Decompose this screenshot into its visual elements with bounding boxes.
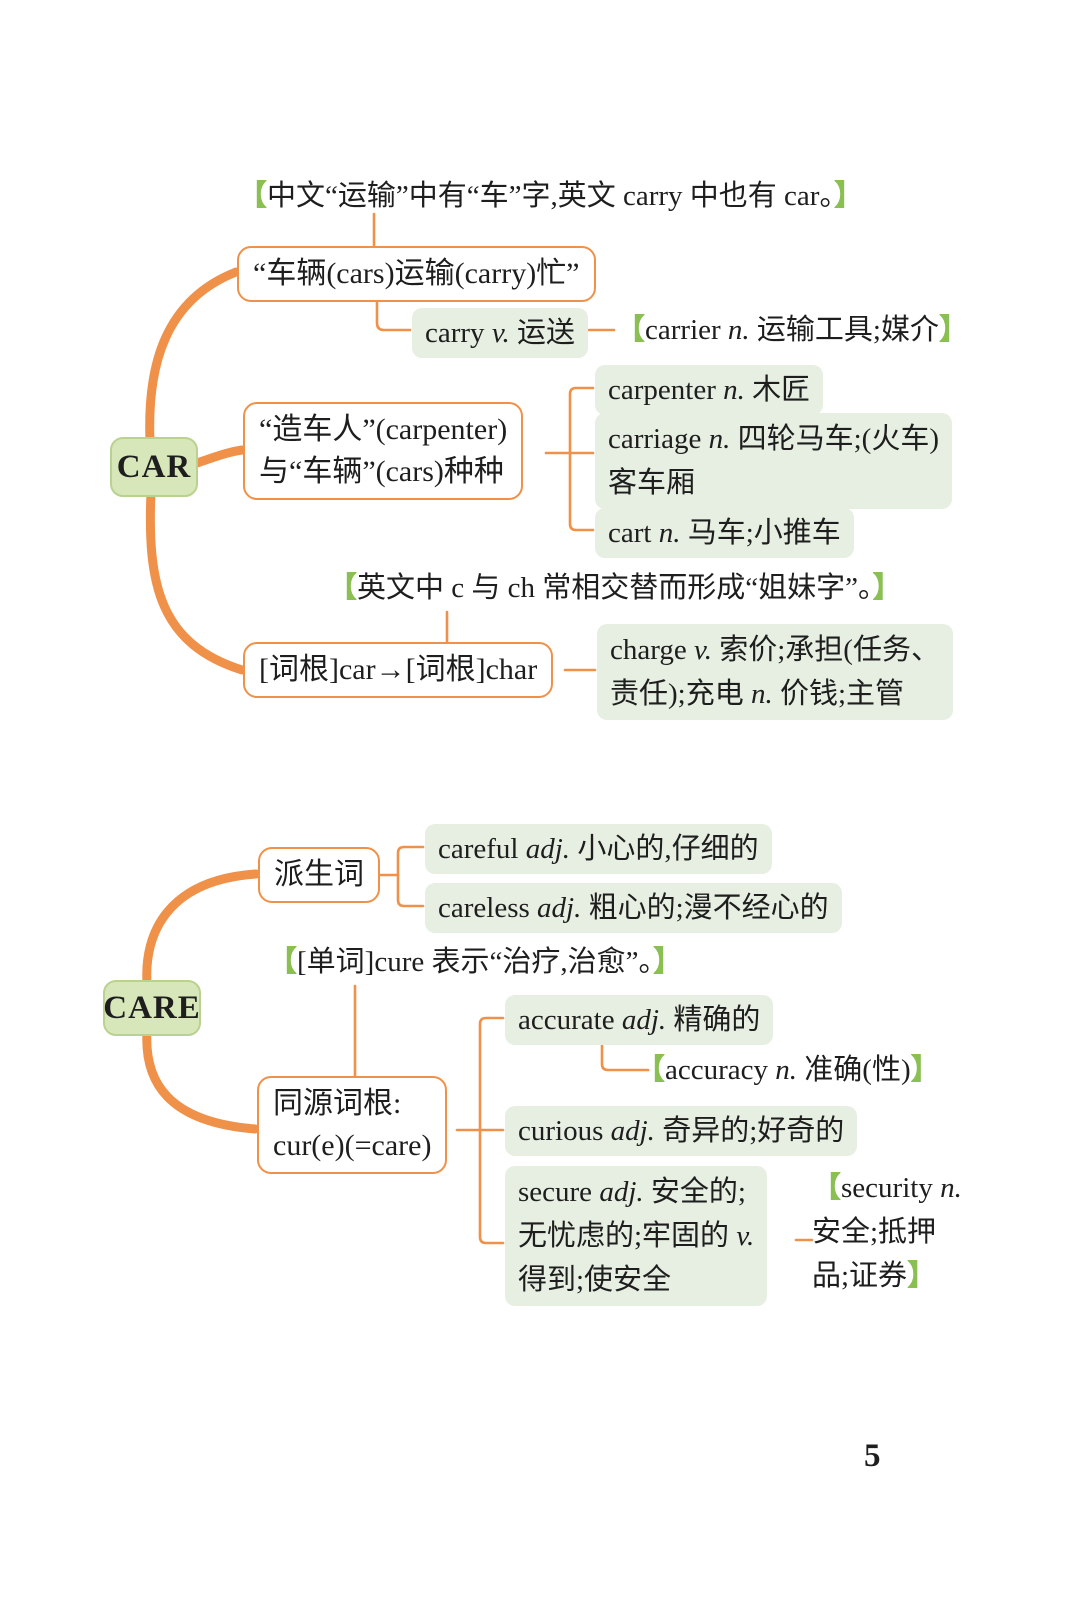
care-wires bbox=[353, 845, 814, 1245]
car-branches bbox=[145, 267, 247, 675]
car-leaf-carpenter: carpenter n. 木匠 bbox=[595, 365, 824, 415]
car-node-vehicle: “车辆(cars)运输(carry)忙” bbox=[237, 246, 596, 302]
care-leaf-curious: curious adj. 奇异的;好奇的 bbox=[505, 1106, 858, 1156]
car-annotation-top: 【中文“运输”中有“车”字,英文 carry 中也有 car。】 bbox=[238, 180, 863, 212]
car-leaf-cart: cart n. 马车;小推车 bbox=[595, 508, 854, 558]
page-number: 5 bbox=[864, 1438, 881, 1474]
care-leaf-careful: careful adj. 小心的,仔细的 bbox=[425, 824, 772, 874]
care-leaf-accurate: accurate adj. 精确的 bbox=[505, 995, 774, 1045]
car-root-node: CAR bbox=[110, 437, 198, 497]
care-branches bbox=[142, 869, 261, 1134]
care-annotation-cure: 【[单词]cure 表示“治疗,治愈”。】 bbox=[268, 946, 682, 978]
car-wires bbox=[372, 212, 616, 672]
care-node-derive: 派生词 bbox=[258, 847, 380, 903]
car-leaf-carry: carry v. 运送 bbox=[412, 308, 589, 358]
care-root-node: CARE bbox=[103, 980, 201, 1036]
care-leaf-secure: secure adj. 安全的; 无忧虑的;牢固的 v. 得到;使安全 bbox=[505, 1166, 768, 1306]
care-note-accuracy: 【accuracy n. 准确(性)】 bbox=[636, 1054, 940, 1086]
car-leaf-charge: charge v. 索价;承担(任务、 责任);充电 n. 价钱;主管 bbox=[597, 624, 953, 720]
care-node-cognate: 同源词根: cur(e)(=care) bbox=[257, 1076, 448, 1174]
car-node-root-char: [词根]car→[词根]char bbox=[243, 642, 554, 698]
car-annotation-ch: 【英文中 c 与 ch 常相交替而形成“姐妹字”。】 bbox=[328, 572, 902, 604]
care-leaf-careless: careless adj. 粗心的;漫不经心的 bbox=[425, 883, 842, 933]
car-leaf-carriage: carriage n. 四轮马车;(火车) 客车厢 bbox=[595, 413, 952, 509]
car-node-maker: “造车人”(carpenter) 与“车辆”(cars)种种 bbox=[243, 402, 524, 500]
care-note-security: 【security n. 安全;抵押 品;证券】 bbox=[812, 1172, 962, 1292]
car-note-carrier: 【carrier n. 运输工具;媒介】 bbox=[616, 314, 968, 346]
